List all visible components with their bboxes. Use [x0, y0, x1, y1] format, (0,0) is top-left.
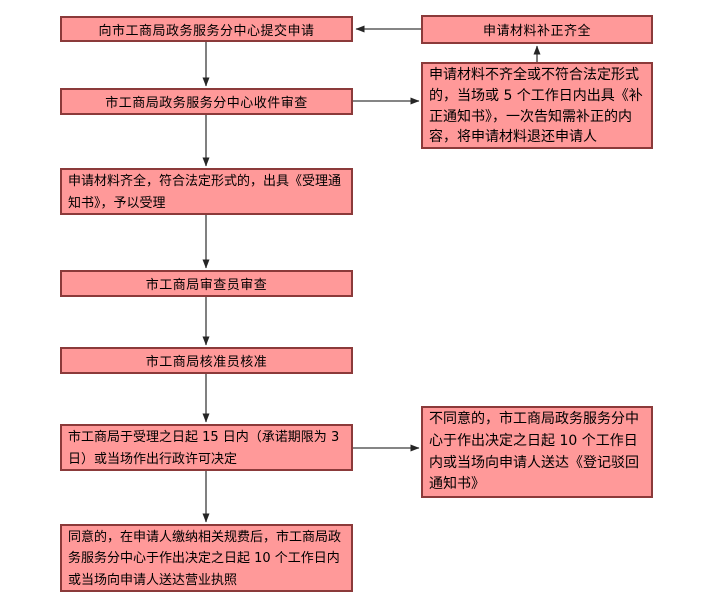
flow-box-receive-review: 市工商局政务服务分中心收件审查	[60, 88, 353, 115]
flow-box-submit-application: 向市工商局政务服务分中心提交申请	[60, 16, 353, 42]
flow-box-rejection-notice: 不同意的，市工商局政务服务分中心于作出决定之日起 10 个工作日内或当场向申请人…	[421, 406, 653, 498]
flow-box-decision: 市工商局于受理之日起 15 日内（承诺期限为 3 日）或当场作出行政许可决定	[60, 424, 353, 471]
flow-box-supplement-complete: 申请材料补正齐全	[421, 15, 653, 44]
flow-box-accept-notice: 申请材料齐全，符合法定形式的，出具《受理通知书》，予以受理	[60, 168, 353, 215]
flow-box-approver-approve: 市工商局核准员核准	[60, 347, 353, 374]
flow-box-supplement-notice: 申请材料不齐全或不符合法定形式的，当场或 5 个工作日内出具《补正通知书》，一次…	[421, 62, 653, 149]
flow-box-examiner-review: 市工商局审查员审查	[60, 270, 353, 297]
flow-box-license-delivery: 同意的，在申请人缴纳相关规费后，市工商局政务服务分中心于作出决定之日起 10 个…	[60, 524, 353, 592]
